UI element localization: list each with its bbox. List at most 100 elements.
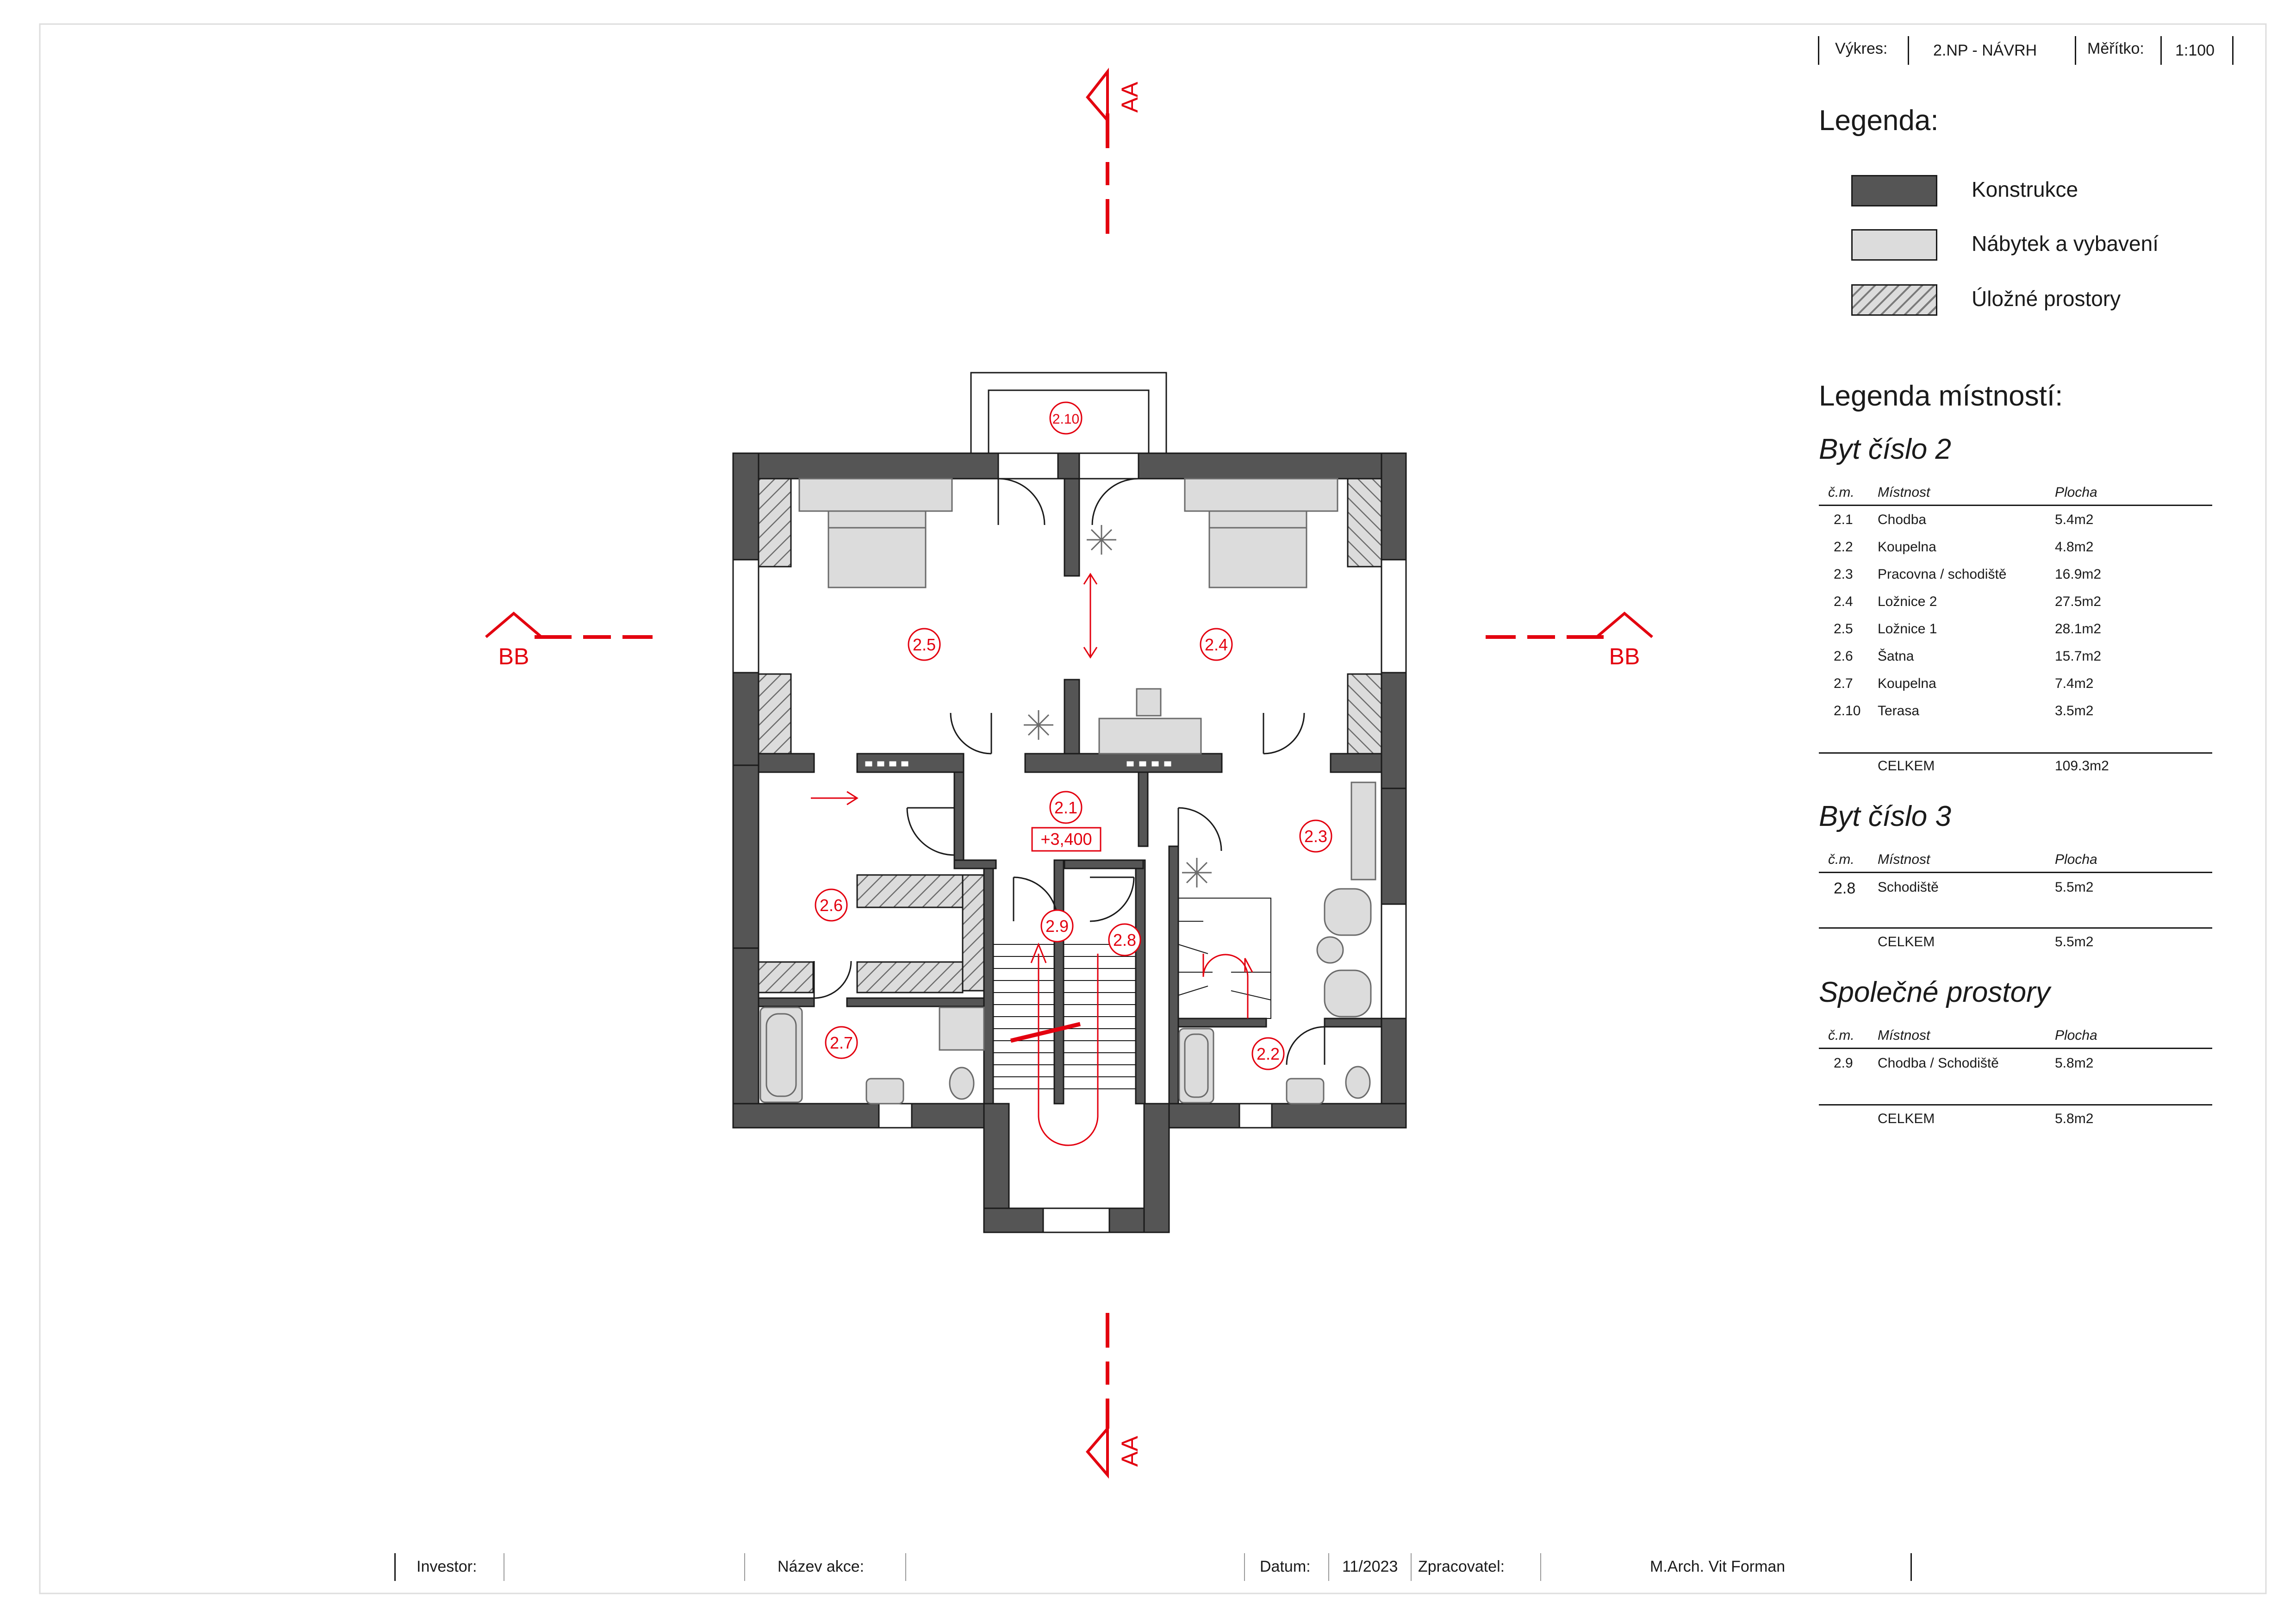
legend-label-construction: Konstrukce bbox=[1972, 177, 2078, 201]
row-area: 28.1m2 bbox=[2055, 621, 2102, 637]
red-arrows bbox=[811, 573, 1098, 806]
row-num: 2.6 bbox=[1834, 649, 1853, 664]
col-header-num: č.m. bbox=[1828, 485, 1854, 500]
row-num: 2.5 bbox=[1834, 621, 1853, 637]
scale-label: Měřítko: bbox=[2087, 40, 2144, 57]
total-value: 109.3m2 bbox=[2055, 758, 2109, 774]
row-area: 4.8m2 bbox=[2055, 539, 2094, 555]
total-value: 5.8m2 bbox=[2055, 1111, 2094, 1126]
drawing-value: 2.NP - NÁVRH bbox=[1933, 42, 2037, 59]
legend-swatch-furniture bbox=[1851, 229, 1937, 261]
date-value: 11/2023 bbox=[1342, 1558, 1398, 1575]
row-area: 3.5m2 bbox=[2055, 703, 2094, 718]
plants bbox=[1024, 525, 1212, 887]
row-num: 2.1 bbox=[1834, 512, 1853, 527]
room-tag-2-4: 2.4 bbox=[1205, 635, 1228, 654]
row-name: Terasa bbox=[1878, 703, 1920, 718]
room-tag-2-9: 2.9 bbox=[1045, 917, 1069, 936]
section-aa-bottom bbox=[1086, 1313, 1109, 1479]
total-label: CELKEM bbox=[1878, 934, 1935, 949]
section-label-aa-top: AA bbox=[1117, 81, 1143, 112]
bath-fixtures bbox=[759, 1006, 1371, 1105]
section-title-byt-2: Byt číslo 2 bbox=[1819, 433, 1951, 465]
col-header-area: Plocha bbox=[2055, 485, 2097, 500]
row-name: Schodiště bbox=[1878, 880, 1939, 895]
section-aa-top bbox=[1086, 68, 1109, 234]
desk bbox=[1098, 688, 1202, 755]
section-title-common: Společné prostory bbox=[1819, 976, 2050, 1008]
col-header-num: č.m. bbox=[1828, 1028, 1854, 1043]
investor-label: Investor: bbox=[417, 1558, 477, 1575]
total-label: CELKEM bbox=[1878, 758, 1935, 774]
section-label-bb-left: BB bbox=[498, 643, 529, 669]
row-name: Koupelna bbox=[1878, 539, 1936, 555]
row-name: Pracovna / schodiště bbox=[1878, 567, 2007, 582]
study-furniture bbox=[1316, 781, 1376, 1018]
room-tag-2-2: 2.2 bbox=[1257, 1044, 1280, 1063]
section-label-bb-right: BB bbox=[1609, 643, 1640, 669]
row-area: 7.4m2 bbox=[2055, 676, 2094, 691]
row-num: 2.9 bbox=[1834, 1056, 1853, 1071]
row-num: 2.7 bbox=[1834, 676, 1853, 691]
row-name: Ložnice 2 bbox=[1878, 594, 1937, 609]
cut-line bbox=[1010, 1022, 1081, 1043]
row-area: 16.9m2 bbox=[2055, 567, 2102, 582]
section-title-byt-3: Byt číslo 3 bbox=[1819, 800, 1951, 832]
room-tag-2-5: 2.5 bbox=[913, 635, 936, 654]
author-label: Zpracovatel: bbox=[1418, 1558, 1505, 1575]
level-mark: +3,400 bbox=[1040, 830, 1092, 849]
row-name: Šatna bbox=[1878, 649, 1914, 664]
col-header-room: Místnost bbox=[1878, 1028, 1930, 1043]
row-num: 2.8 bbox=[1834, 880, 1856, 897]
terrace bbox=[970, 372, 1167, 454]
row-name: Chodba bbox=[1878, 512, 1927, 527]
row-name: Koupelna bbox=[1878, 676, 1936, 691]
row-area: 27.5m2 bbox=[2055, 594, 2102, 609]
sheet-border bbox=[39, 23, 2267, 1594]
room-tag-2-8: 2.8 bbox=[1113, 931, 1136, 949]
scale-value: 1:100 bbox=[2175, 42, 2215, 59]
legend-label-furniture: Nábytek a vybavení bbox=[1972, 231, 2159, 256]
section-bb-left bbox=[485, 612, 653, 639]
beds bbox=[798, 478, 1338, 588]
author-value: M.Arch. Vit Forman bbox=[1650, 1558, 1786, 1575]
row-num: 2.3 bbox=[1834, 567, 1853, 582]
room-tag-2-7: 2.7 bbox=[830, 1033, 853, 1052]
col-header-area: Plocha bbox=[2055, 852, 2097, 867]
row-area: 15.7m2 bbox=[2055, 649, 2102, 664]
row-num: 2.4 bbox=[1834, 594, 1853, 609]
section-label-aa-bottom: AA bbox=[1117, 1436, 1143, 1467]
row-area: 5.8m2 bbox=[2055, 1056, 2094, 1071]
stair-walk-line bbox=[1030, 942, 1253, 1146]
row-name: Ložnice 1 bbox=[1878, 621, 1937, 637]
room-tag-2-10: 2.10 bbox=[1052, 412, 1079, 427]
room-tag-circles bbox=[815, 401, 1332, 1070]
room-legend-title: Legenda místností: bbox=[1819, 380, 2063, 412]
room-tag-2-3: 2.3 bbox=[1304, 827, 1327, 846]
legend-title: Legenda: bbox=[1819, 105, 1939, 137]
date-label: Datum: bbox=[1260, 1558, 1311, 1575]
col-header-num: č.m. bbox=[1828, 852, 1854, 867]
legend-swatch-storage bbox=[1851, 284, 1937, 316]
total-value: 5.5m2 bbox=[2055, 934, 2094, 949]
col-header-area: Plocha bbox=[2055, 1028, 2097, 1043]
room-tag-2-6: 2.6 bbox=[820, 896, 843, 915]
drawing-label: Výkres: bbox=[1835, 40, 1888, 57]
level-mark-box bbox=[1031, 827, 1101, 852]
total-label: CELKEM bbox=[1878, 1111, 1935, 1126]
legend-label-storage: Úložné prostory bbox=[1972, 287, 2121, 311]
col-header-room: Místnost bbox=[1878, 852, 1930, 867]
doors bbox=[813, 478, 1325, 1065]
project-label: Název akce: bbox=[778, 1558, 865, 1575]
storage-hatched bbox=[758, 478, 1382, 993]
radiators bbox=[862, 759, 1182, 768]
row-area: 5.5m2 bbox=[2055, 880, 2094, 895]
windows bbox=[732, 452, 1407, 1233]
row-num: 2.2 bbox=[1834, 539, 1853, 555]
legend-swatch-construction bbox=[1851, 175, 1937, 206]
row-num: 2.10 bbox=[1834, 703, 1861, 718]
room-tag-2-1: 2.1 bbox=[1054, 798, 1077, 817]
section-bb-right bbox=[1486, 612, 1653, 639]
row-area: 5.4m2 bbox=[2055, 512, 2094, 527]
